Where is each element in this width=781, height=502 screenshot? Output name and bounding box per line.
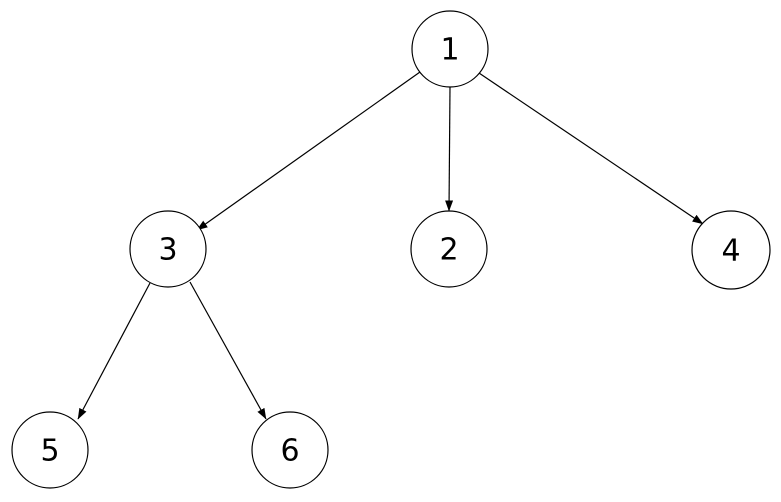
edge-1-to-2[interactable] — [445, 86, 454, 212]
node-label-5: 5 — [40, 434, 59, 469]
node-circle-3[interactable] — [129, 210, 207, 288]
node-circle-1[interactable] — [411, 10, 489, 88]
node-label-4: 4 — [721, 234, 740, 269]
edge-1-to-4[interactable] — [478, 72, 704, 225]
edge-3-to-5[interactable] — [77, 282, 151, 420]
node-label-1: 1 — [440, 33, 459, 68]
edge-1-to-3[interactable] — [196, 71, 421, 231]
graph-node-6[interactable]: 6 — [251, 411, 329, 489]
graph-node-3[interactable]: 3 — [129, 210, 207, 288]
graph-node-4[interactable]: 4 — [691, 210, 771, 290]
node-label-3: 3 — [158, 233, 177, 268]
edge-layer — [77, 71, 704, 420]
graph-node-2[interactable]: 2 — [410, 210, 488, 288]
node-circle-6[interactable] — [251, 411, 329, 489]
node-circle-5[interactable] — [11, 411, 89, 489]
graph-node-1[interactable]: 1 — [411, 10, 489, 88]
node-label-6: 6 — [280, 434, 299, 469]
edge-3-to-6[interactable] — [189, 281, 267, 420]
node-label-2: 2 — [439, 233, 458, 268]
graph-node-5[interactable]: 5 — [11, 411, 89, 489]
node-circle-4[interactable] — [691, 210, 771, 290]
node-circle-2[interactable] — [410, 210, 488, 288]
node-layer: 1 3 2 4 5 6 — [11, 10, 771, 489]
